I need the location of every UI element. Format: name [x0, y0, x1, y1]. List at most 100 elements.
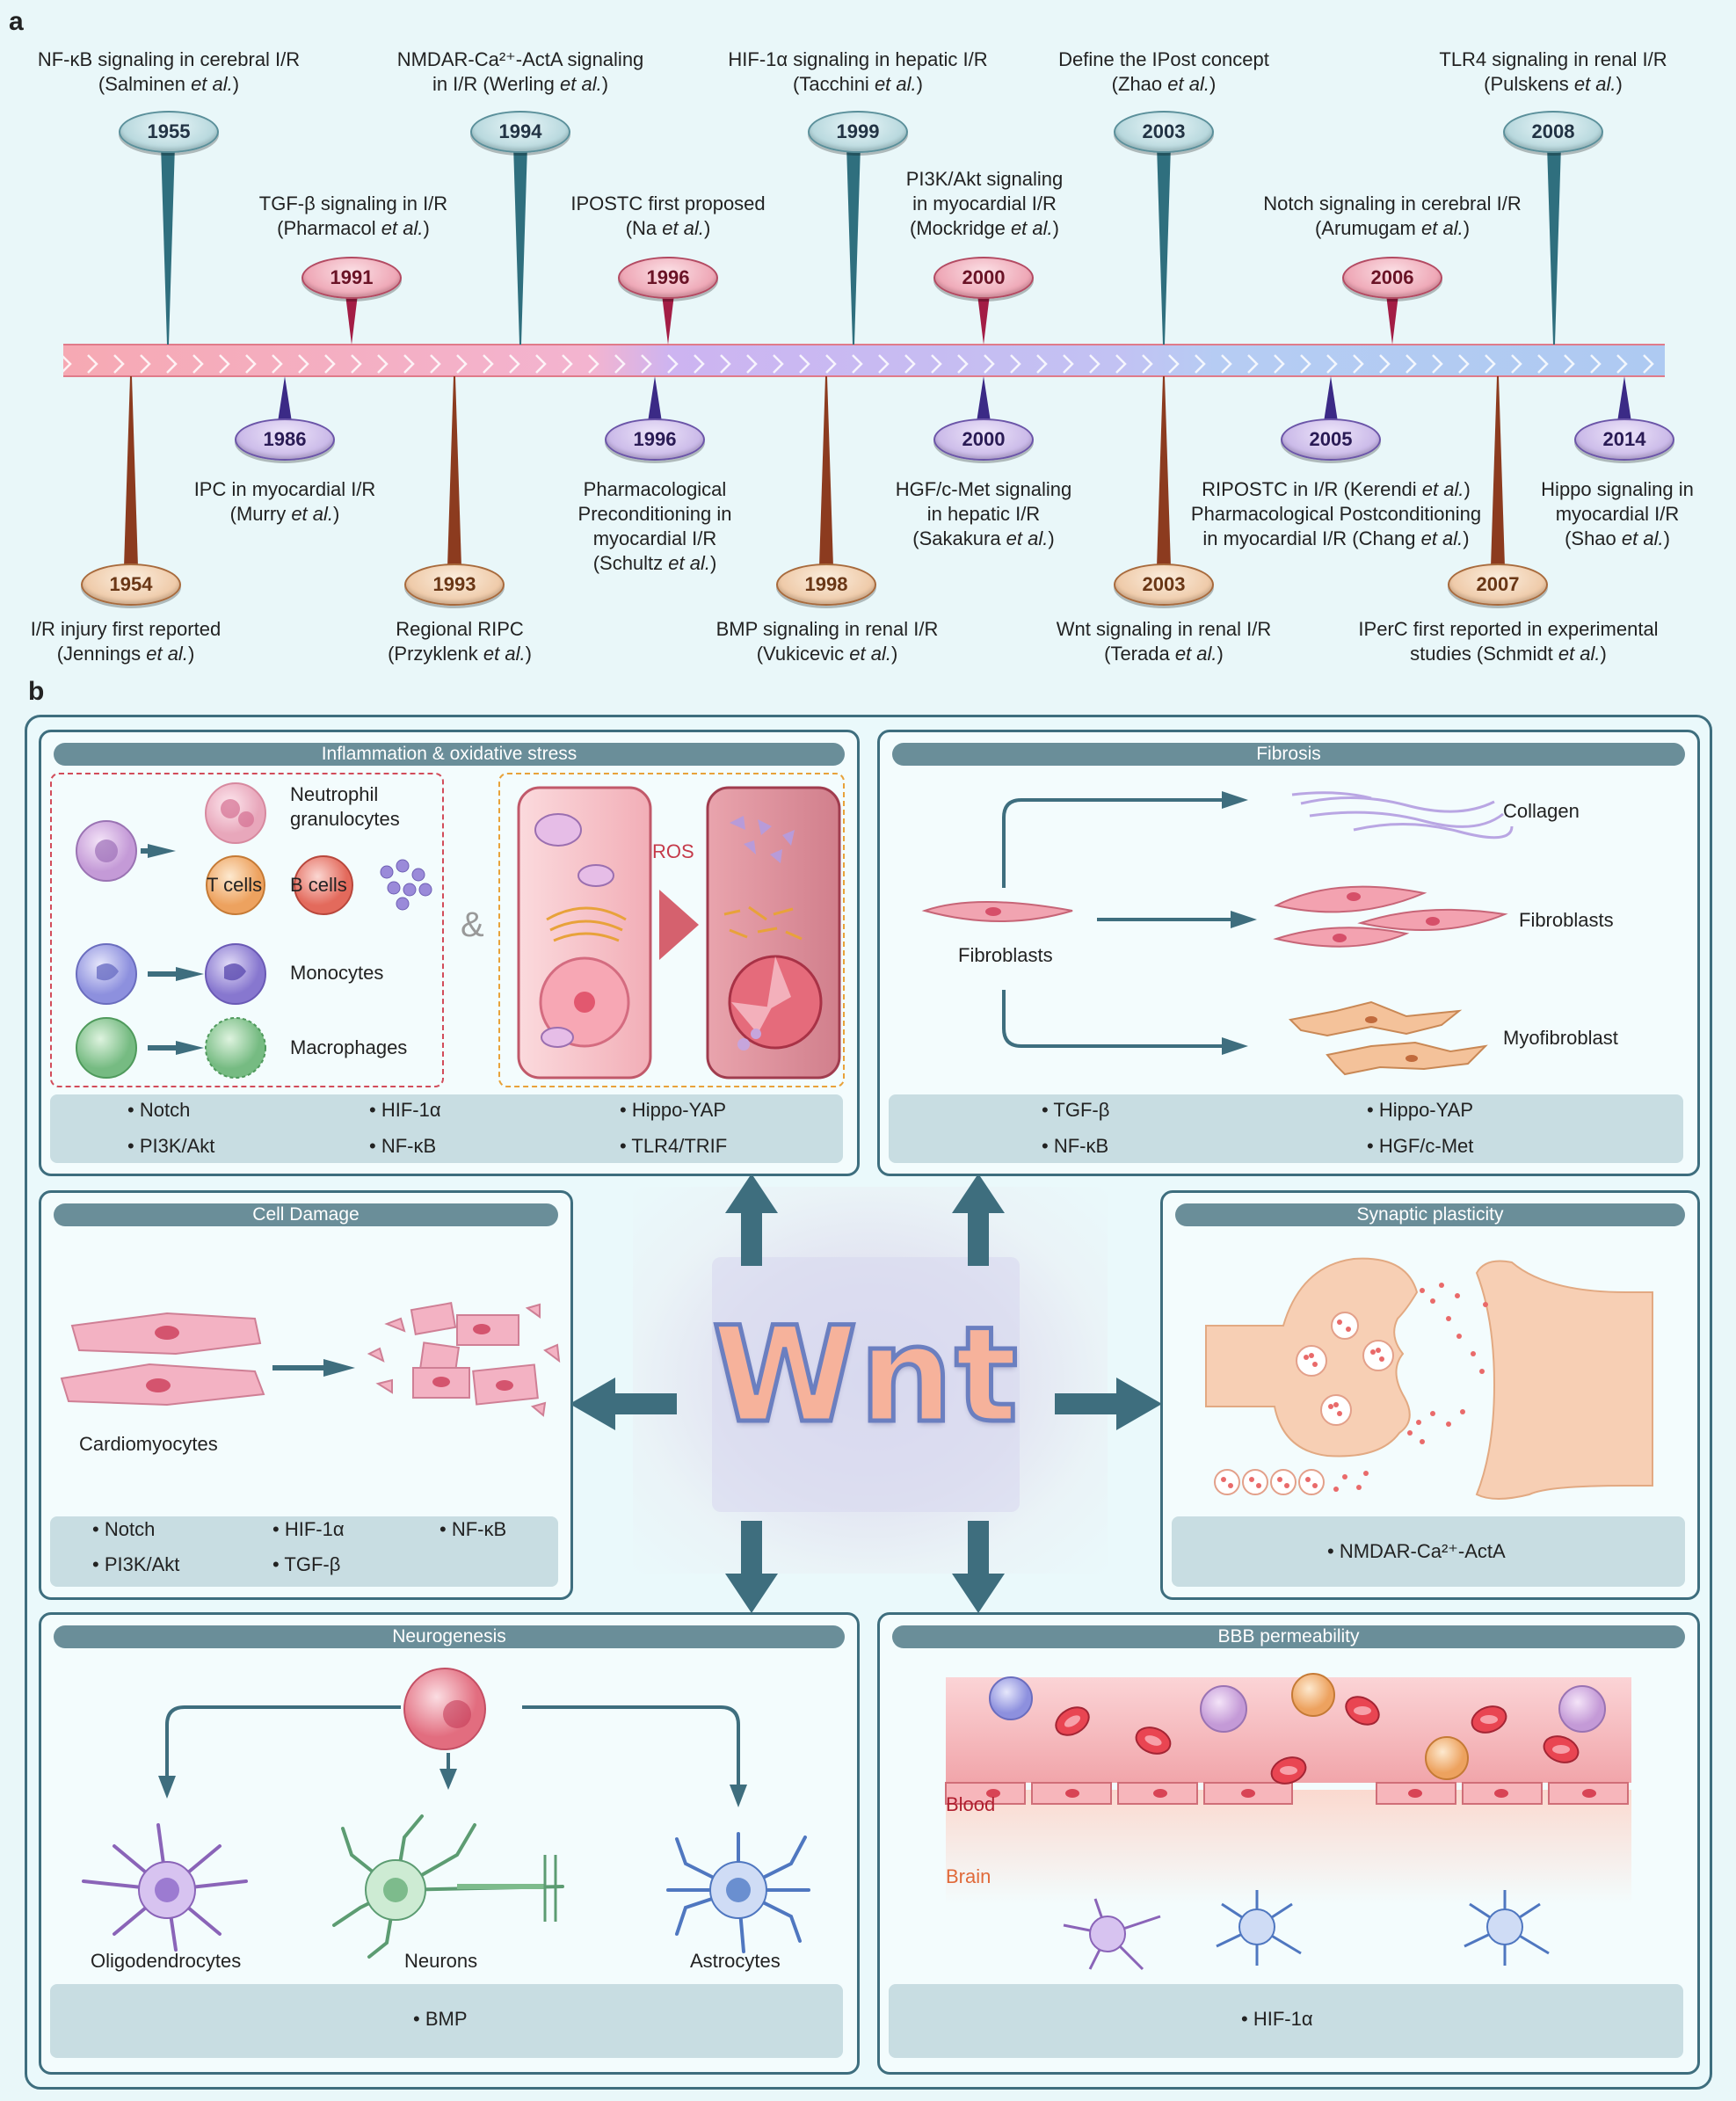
label-fibroblasts: Fibroblasts: [1519, 909, 1614, 931]
pin-2014: [1617, 376, 1631, 422]
tl-text-2006: Notch signaling in cerebral I/R(Arumugam…: [1263, 193, 1522, 239]
box-fibrosis: Fibrosis: [877, 730, 1700, 1176]
fibro-bullet-nfkb: • NF-κB: [1042, 1135, 1109, 1157]
pin-2003-bot: [1157, 376, 1171, 567]
cell-damage-bullets: [50, 1516, 558, 1587]
label-bcells: B cells: [290, 874, 347, 896]
badge-2005: 2005: [1281, 418, 1381, 461]
pin-2003-top: [1157, 145, 1171, 345]
label-brain: Brain: [946, 1865, 991, 1887]
damage-bullet-hif: • HIF-1α: [272, 1518, 345, 1540]
pin-1994: [513, 145, 527, 345]
pin-2000-top: [977, 294, 990, 345]
box-fibrosis-title: Fibrosis: [892, 743, 1685, 766]
inflammation-ros-group: [498, 773, 845, 1087]
label-cardiomyocytes: Cardiomyocytes: [79, 1433, 218, 1455]
box-inflammation: Inflammation & oxidative stress: [39, 730, 860, 1176]
box-synaptic-title: Synaptic plasticity: [1175, 1203, 1685, 1226]
fibro-bullet-tgf: • TGF-β: [1042, 1099, 1110, 1121]
badge-1993: 1993: [404, 563, 505, 606]
bbb-bullets: [889, 1984, 1683, 2058]
inflam-bullet-pi3k: • PI3K/Akt: [127, 1135, 215, 1157]
wnt-glow-square: [712, 1257, 1020, 1512]
box-neurogenesis-title: Neurogenesis: [54, 1625, 845, 1648]
pin-1991: [345, 294, 358, 345]
tl-text-2005: RIPOSTC in I/R (Kerendi et al.)Pharmacol…: [1190, 478, 1482, 549]
tl-text-1996-top: IPOSTC first proposed(Na et al.): [570, 193, 766, 239]
tl-text-1954: I/R injury first reported(Jennings et al…: [30, 618, 222, 665]
pin-2000-bot: [977, 376, 991, 422]
box-bbb-title: BBB permeability: [892, 1625, 1685, 1648]
inflammation-immune-group: [50, 773, 444, 1087]
badge-1996-top: 1996: [618, 257, 718, 299]
tl-text-2003-top: Define the IPost concept(Zhao et al.): [1058, 48, 1269, 95]
pin-1954: [124, 376, 138, 567]
label-astrocytes: Astrocytes: [690, 1950, 781, 1972]
badge-2008: 2008: [1503, 111, 1603, 153]
arrow-up-left: [725, 1174, 778, 1266]
box-cell-damage-title: Cell Damage: [54, 1203, 558, 1226]
inflam-bullet-notch: • Notch: [127, 1099, 191, 1121]
arrow-left: [570, 1378, 677, 1430]
badge-2003-top: 2003: [1114, 111, 1214, 153]
tl-text-1998: BMP signaling in renal I/R(Vukicevic et …: [715, 618, 939, 665]
tl-text-1993: Regional RIPC(Przyklenk et al.): [388, 618, 532, 665]
tl-text-1986: IPC in myocardial I/R(Murry et al.): [193, 478, 376, 525]
pin-2007: [1491, 376, 1505, 567]
pin-1998: [819, 376, 833, 567]
label-oligodendrocytes: Oligodendrocytes: [91, 1950, 242, 1972]
badge-2003-bot: 2003: [1114, 563, 1214, 606]
synaptic-bullets: [1172, 1516, 1685, 1587]
tl-text-2008: TLR4 signaling in renal I/R(Pulskens et …: [1439, 48, 1667, 95]
damage-bullet-tgf: • TGF-β: [272, 1553, 341, 1575]
label-ros: ROS: [652, 840, 694, 862]
badge-1998: 1998: [776, 563, 876, 606]
badge-1986: 1986: [235, 418, 335, 461]
pin-1996-top: [662, 294, 674, 345]
tl-text-1955: NF-κB signaling in cerebral I/R(Salminen…: [37, 48, 301, 95]
badge-2014: 2014: [1574, 418, 1674, 461]
badge-1991: 1991: [301, 257, 402, 299]
neuro-bullet-bmp: • BMP: [413, 2008, 468, 2030]
center-wnt-label: Wnt: [710, 1299, 1021, 1453]
pin-1986: [278, 376, 292, 422]
inflam-bullet-nfkb: • NF-κB: [369, 1135, 437, 1157]
tl-text-1999: HIF-1α signaling in hepatic I/R(Tacchini…: [728, 48, 988, 95]
badge-1955: 1955: [119, 111, 219, 153]
fibro-bullet-hgf: • HGF/c-Met: [1367, 1135, 1474, 1157]
inflam-bullet-tlr4: • TLR4/TRIF: [620, 1135, 728, 1157]
badge-2006: 2006: [1342, 257, 1442, 299]
label-fibroblasts-source: Fibroblasts: [958, 944, 1053, 966]
timeline-graphics: [63, 145, 1665, 567]
panel-a-letter: a: [9, 7, 24, 36]
ampersand: &: [461, 905, 484, 944]
badge-1954: 1954: [81, 563, 181, 606]
label-blood: Blood: [946, 1793, 996, 1815]
badge-2007: 2007: [1448, 563, 1548, 606]
tl-text-1991: TGF-β signaling in I/R(Pharmacol et al.): [258, 193, 448, 239]
pin-2006: [1386, 294, 1398, 345]
pin-1996-bot: [648, 376, 662, 422]
inflammation-bullets: [50, 1094, 843, 1163]
pin-2005: [1324, 376, 1338, 422]
pin-1955: [161, 145, 175, 345]
badge-1999: 1999: [808, 111, 908, 153]
damage-bullet-notch: • Notch: [92, 1518, 156, 1540]
inflam-bullet-hippo: • Hippo-YAP: [620, 1099, 727, 1121]
label-neurons: Neurons: [404, 1950, 478, 1972]
neurogenesis-bullets: [50, 1984, 843, 2058]
damage-bullet-pi3k: • PI3K/Akt: [92, 1553, 180, 1575]
arrow-up-right: [952, 1174, 1005, 1266]
